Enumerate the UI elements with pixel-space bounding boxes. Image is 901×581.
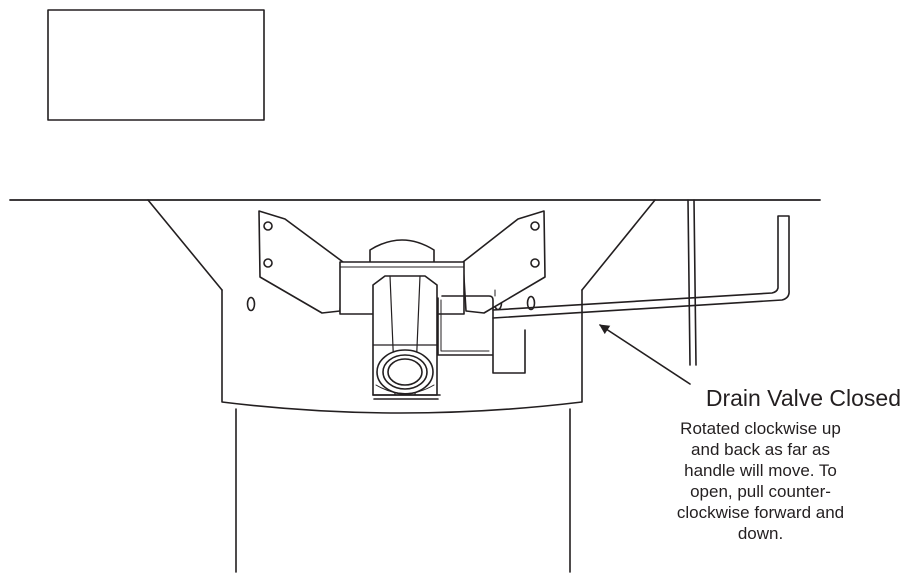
funnel-body <box>147 199 656 291</box>
label-box <box>47 9 265 121</box>
collar-hole-right <box>526 295 536 311</box>
drain-valve-handle <box>492 215 790 319</box>
vertical-pipe <box>687 199 697 366</box>
threaded-outlet <box>376 349 434 395</box>
bracket-left-hole-top <box>263 221 273 231</box>
handle-bracket <box>437 295 526 374</box>
lower-cylinder <box>235 408 571 573</box>
bracket-right <box>462 210 546 314</box>
collar-hole-left <box>246 296 256 312</box>
callout-description: Rotated clockwise up and back as far as … <box>620 418 901 544</box>
callout-line: clockwise forward and <box>676 503 845 522</box>
callout-line: open, pull counter- <box>690 482 831 501</box>
callout-line: and back as far as <box>691 440 830 459</box>
callout-title: Drain Valve Closed <box>705 385 901 411</box>
callout-arrow <box>599 324 691 385</box>
valve-cap-dome <box>369 239 435 263</box>
bracket-right-hole-top <box>530 221 540 231</box>
valve-base-plate <box>372 394 441 400</box>
collar-cylinder <box>221 289 583 414</box>
callout-line: down. <box>737 524 784 543</box>
callout-line: handle will move. To <box>684 461 837 480</box>
callout-line: Rotated clockwise up <box>680 419 841 438</box>
bracket-left-hole-bottom <box>263 258 273 268</box>
bracket-right-hole-bottom <box>530 258 540 268</box>
